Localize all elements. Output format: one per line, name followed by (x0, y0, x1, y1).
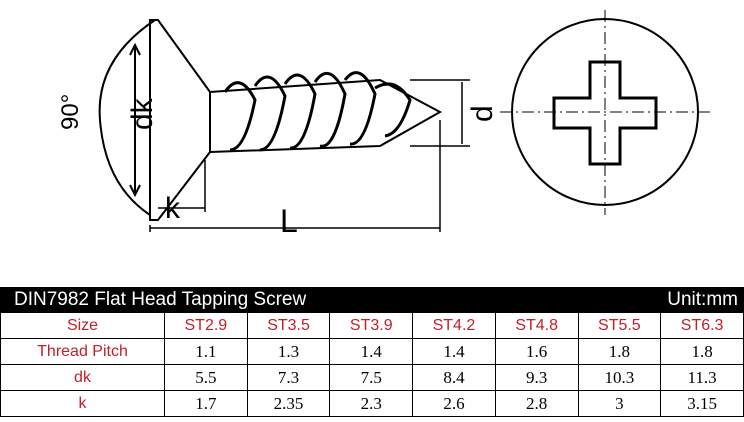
screw-shank (209, 78, 443, 153)
value-cell: 2.6 (412, 390, 496, 417)
value-cell: 2.3 (329, 390, 414, 417)
table-row: k 1.7 2.35 2.3 2.6 2.8 3 3.15 (0, 390, 744, 417)
value-cell: 5.5 (164, 364, 248, 391)
value-cell: 1.8 (577, 338, 662, 365)
value-cell: 3 (577, 390, 662, 417)
size-cell: ST3.9 (329, 312, 414, 339)
size-cell: ST4.2 (412, 312, 496, 339)
d-label: d (466, 105, 499, 122)
value-cell: 1.4 (329, 338, 414, 365)
value-cell: 8.4 (412, 364, 496, 391)
table-title: DIN7982 Flat Head Tapping Screw (14, 288, 307, 310)
screw-technical-drawing: 90° dk k L d (57, 10, 712, 239)
value-cell: 1.1 (164, 338, 248, 365)
k-label: k (165, 192, 181, 225)
size-cell: ST6.3 (660, 312, 744, 339)
value-cell: 1.6 (494, 338, 579, 365)
spec-table: DIN7982 Flat Head Tapping Screw Unit:mm … (0, 287, 744, 417)
dk-label: dk (126, 97, 159, 130)
row-label: k (0, 390, 165, 417)
value-cell: 3.15 (660, 390, 744, 417)
value-cell: 2.35 (246, 390, 331, 417)
value-cell: 9.3 (494, 364, 579, 391)
value-cell: 1.3 (246, 338, 331, 365)
value-cell: 11.3 (660, 364, 744, 391)
phillips-cross-icon (552, 60, 658, 166)
angle-arc (98, 19, 156, 216)
table-row-size: Size ST2.9 ST3.5 ST3.9 ST4.2 ST4.8 ST5.5… (0, 312, 744, 339)
screw-head (149, 19, 211, 221)
size-cell: ST2.9 (164, 312, 248, 339)
row-label: dk (0, 364, 165, 391)
value-cell: 2.8 (494, 390, 579, 417)
unit-label: Unit:mm (667, 288, 738, 310)
angle-label: 90° (57, 94, 84, 130)
value-cell: 1.7 (164, 390, 248, 417)
size-cell: ST4.8 (494, 312, 579, 339)
value-cell: 10.3 (577, 364, 662, 391)
value-cell: 7.5 (329, 364, 414, 391)
value-cell: 1.8 (660, 338, 744, 365)
size-cell: ST3.5 (246, 312, 331, 339)
value-cell: 1.4 (412, 338, 496, 365)
size-cell: ST5.5 (577, 312, 662, 339)
table-row: dk 5.5 7.3 7.5 8.4 9.3 10.3 11.3 (0, 364, 744, 391)
row-label: Thread Pitch (0, 338, 165, 365)
L-label: L (280, 203, 298, 239)
row-label: Size (0, 312, 165, 339)
table-row: Thread Pitch 1.1 1.3 1.4 1.4 1.6 1.8 1.8 (0, 338, 744, 365)
table-header-bar: DIN7982 Flat Head Tapping Screw Unit:mm (0, 287, 744, 312)
value-cell: 7.3 (246, 364, 331, 391)
